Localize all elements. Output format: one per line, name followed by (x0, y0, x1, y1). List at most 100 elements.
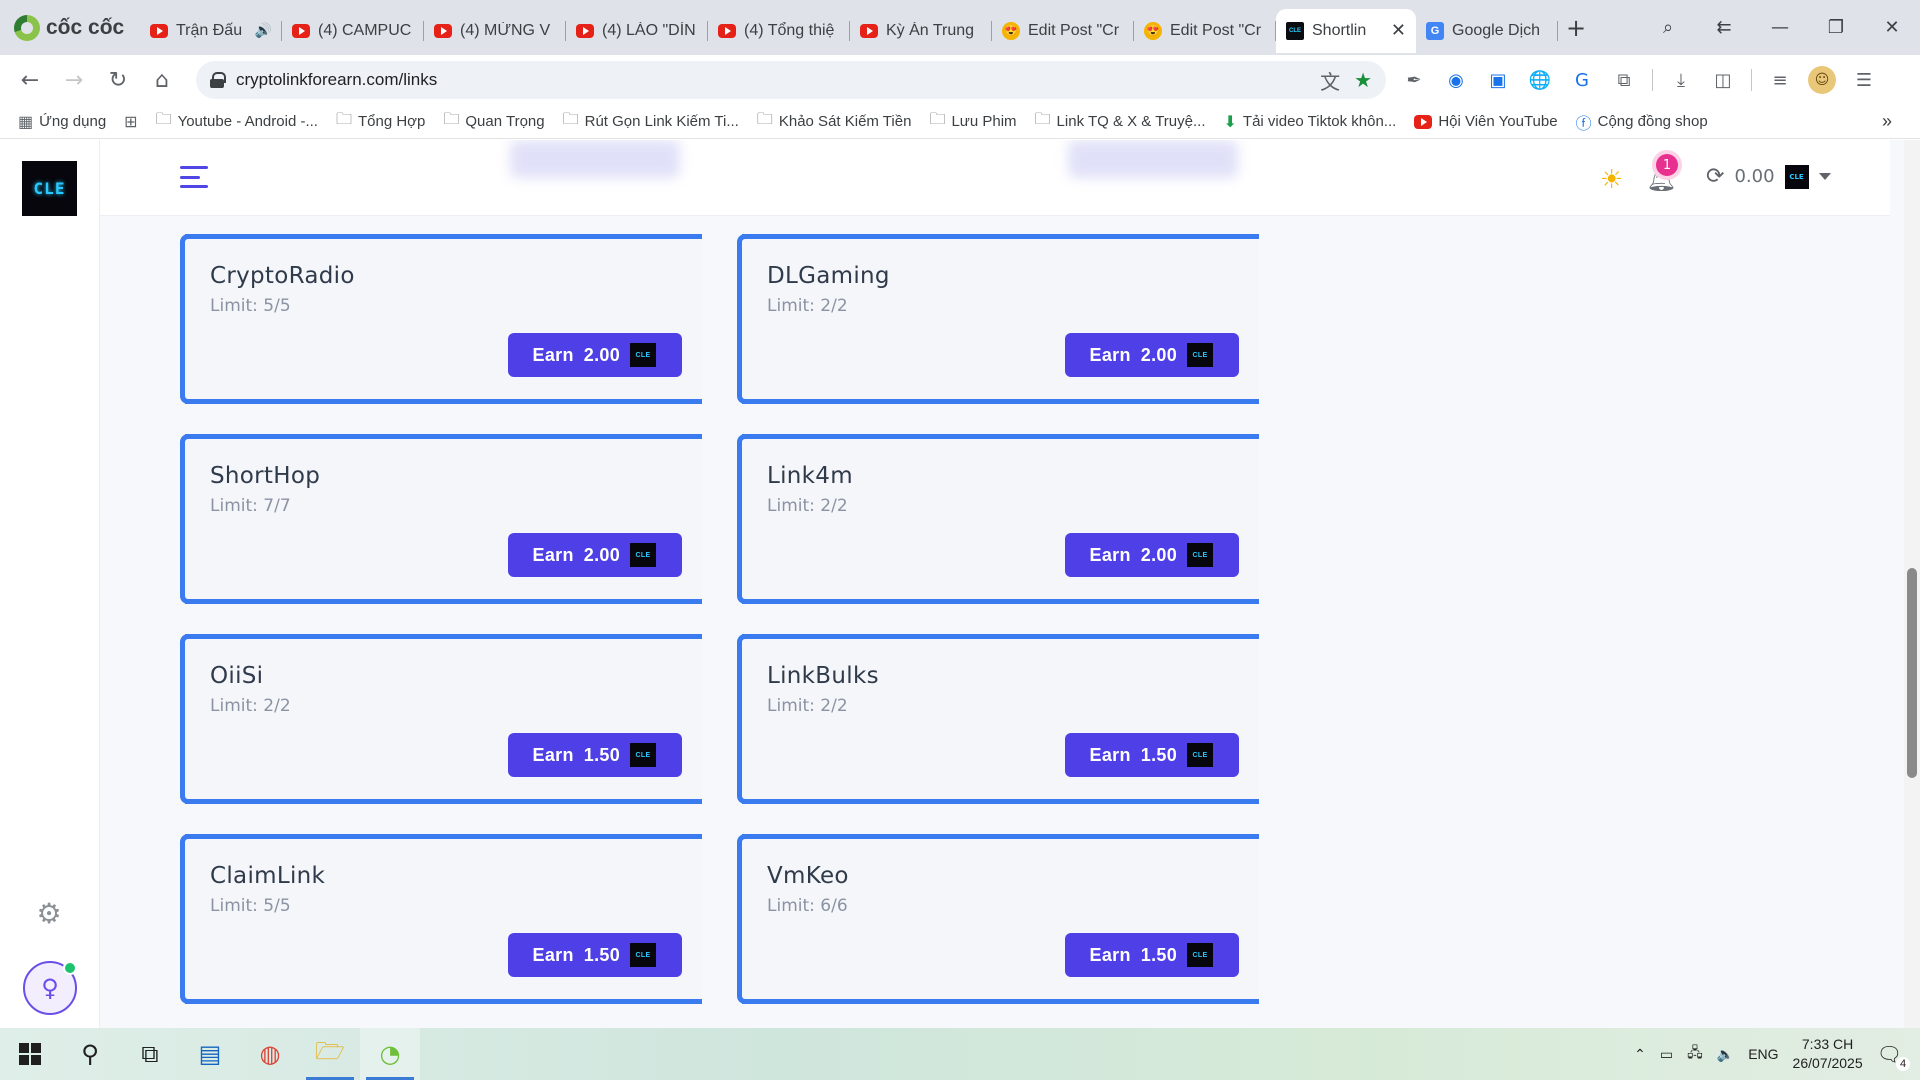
globe-extension-icon[interactable]: 🌐 (1528, 69, 1552, 91)
download-green-icon: ⬇ (1223, 113, 1237, 131)
close-tab-icon[interactable]: ✕ (1390, 20, 1406, 40)
profile-avatar[interactable]: ☺ (1808, 66, 1836, 94)
bookmark-folder[interactable]: 🗀Rút Gọn Link Kiếm Ti... (563, 108, 739, 135)
new-tab-button[interactable]: + (1565, 13, 1587, 42)
tab-label: Kỳ Án Trung (886, 21, 975, 39)
store-icon[interactable]: ▤ (198, 1040, 222, 1068)
bookmark-folder[interactable]: 🗀Youtube - Android -... (156, 108, 318, 135)
bookmark-tiktok-download[interactable]: ⬇Tải video Tiktok khôn... (1224, 112, 1397, 132)
hamburger-menu-icon[interactable] (180, 166, 208, 188)
browser-brand[interactable]: cốc cốc (0, 0, 140, 55)
chrome-icon[interactable]: ◍ (259, 1040, 281, 1068)
back-history-icon[interactable]: ⇇ (1716, 17, 1732, 38)
bookmark-folder[interactable]: 🗀Tổng Hợp (336, 108, 425, 135)
bookmark-apps[interactable]: ▦Ứng dụng (18, 112, 106, 132)
restore-button[interactable]: ❐ (1827, 17, 1845, 38)
forward-button[interactable]: → (64, 67, 84, 93)
refresh-icon[interactable]: ⟳ (1706, 164, 1725, 189)
shortlink-name: VmKeo (767, 863, 849, 889)
search-icon[interactable]: ⚲ (81, 1040, 99, 1068)
network-icon[interactable]: 🖧 (1687, 1044, 1703, 1060)
address-bar[interactable]: cryptolinkforearn.com/links 文 ★ (196, 61, 1386, 99)
translate-extension-icon[interactable]: G (1575, 69, 1589, 91)
browser-brand-name: cốc cốc (46, 15, 125, 39)
scrollbar-thumb[interactable] (1907, 568, 1917, 778)
tab-0[interactable]: Trận Đấu🔊 (140, 9, 282, 53)
battery-icon[interactable]: ▭ (1659, 1045, 1674, 1062)
back-button[interactable]: ← (20, 67, 40, 93)
bookmark-folder[interactable]: 🗀Quan Trọng (443, 108, 544, 135)
bookmark-folder[interactable]: 🗀Link TQ & X & Truyệ... (1035, 108, 1206, 135)
menu-icon[interactable]: ☰ (1855, 69, 1873, 91)
earn-label: Earn (1089, 944, 1131, 965)
bookmark-star-icon[interactable]: ★ (1354, 68, 1372, 92)
clock[interactable]: 7:33 CH 26/07/2025 (1793, 1035, 1863, 1073)
feather-extension-icon[interactable]: ✒ (1406, 69, 1422, 91)
tab-4[interactable]: (4) Tổng thiệ (708, 9, 850, 53)
tab-6[interactable]: 😍Edit Post "Cr (992, 9, 1134, 53)
bookmark-folder[interactable]: 🗀Lưu Phim (929, 108, 1016, 135)
tab-3[interactable]: (4) LÀO "DÍN (566, 9, 708, 53)
speaker-icon[interactable]: 🔊 (254, 22, 272, 38)
balance-dropdown[interactable]: ⟳ 0.00 CLE (1706, 164, 1831, 189)
minimize-button[interactable]: — (1771, 17, 1789, 38)
reload-button[interactable]: ↻ (108, 67, 128, 93)
page-scrollbar[interactable] (1904, 140, 1920, 1028)
shortlink-name: ClaimLink (210, 863, 326, 889)
puzzle-extensions-icon[interactable]: ⧉ (1617, 69, 1631, 91)
shortlink-limit: Limit: 2/2 (767, 496, 848, 516)
url-text[interactable]: cryptolinkforearn.com/links (236, 70, 438, 89)
tab-1[interactable]: (4) CAMPUC (282, 9, 424, 53)
more-bookmarks-icon[interactable]: » (1881, 111, 1892, 131)
translate-icon[interactable]: 文 (1320, 69, 1341, 94)
search-tabs-icon[interactable]: ⌕ (1662, 17, 1674, 38)
settings-gear-icon[interactable]: ⚙ (36, 896, 62, 930)
tab-5[interactable]: Kỳ Án Trung (850, 9, 992, 53)
tab-label: Google Dịch (1452, 21, 1541, 39)
support-avatar-button[interactable]: ♀ (23, 961, 77, 1015)
volume-icon[interactable]: 🔈 (1716, 1045, 1735, 1062)
bookmark-label: Quan Trọng (465, 113, 545, 130)
cle-coin-icon: CLE (630, 543, 656, 567)
emoji-face-icon: 😍 (1002, 21, 1020, 40)
language-indicator[interactable]: ENG (1748, 1046, 1779, 1062)
site-header: ☀ 🔔︎ 1 ⟳ 0.00 CLE (100, 140, 1890, 216)
lock-icon[interactable] (210, 72, 226, 88)
start-button[interactable] (0, 1028, 60, 1080)
bookmark-folder[interactable]: 🗀Khảo Sát Kiếm Tiền (757, 108, 912, 135)
theme-toggle-sun-icon[interactable]: ☀ (1600, 165, 1624, 195)
download-icon[interactable]: ⤓ (1677, 69, 1685, 91)
tab-7[interactable]: 😍Edit Post "Cr (1134, 9, 1276, 53)
tab-2[interactable]: (4) MỪNG V (424, 9, 566, 53)
task-view-icon[interactable]: ⧉ (141, 1040, 159, 1068)
bookmark-youtube[interactable]: Hội Viên YouTube (1414, 113, 1558, 130)
tv-extension-icon[interactable]: ▣ (1489, 69, 1507, 91)
chevron-up-icon[interactable]: ⌃ (1634, 1045, 1646, 1062)
search-extension-icon[interactable]: ◉ (1448, 69, 1464, 91)
site-logo[interactable]: CLE (22, 161, 77, 216)
side-panel-icon[interactable]: ◫ (1714, 69, 1732, 91)
earn-label: Earn (532, 344, 574, 365)
close-window-button[interactable]: ✕ (1884, 17, 1900, 38)
home-button[interactable]: ⌂ (155, 67, 169, 93)
earn-label: Earn (1089, 744, 1131, 765)
notification-center-icon[interactable]: 🗨 4 (1877, 1042, 1910, 1071)
bookmark-grid[interactable]: ⊞ (124, 112, 137, 132)
media-playlist-icon[interactable]: ≡ (1772, 69, 1788, 91)
file-explorer-icon[interactable]: 🗁 (300, 1028, 360, 1080)
coccoc-taskbar-icon[interactable]: ◔ (360, 1028, 420, 1080)
